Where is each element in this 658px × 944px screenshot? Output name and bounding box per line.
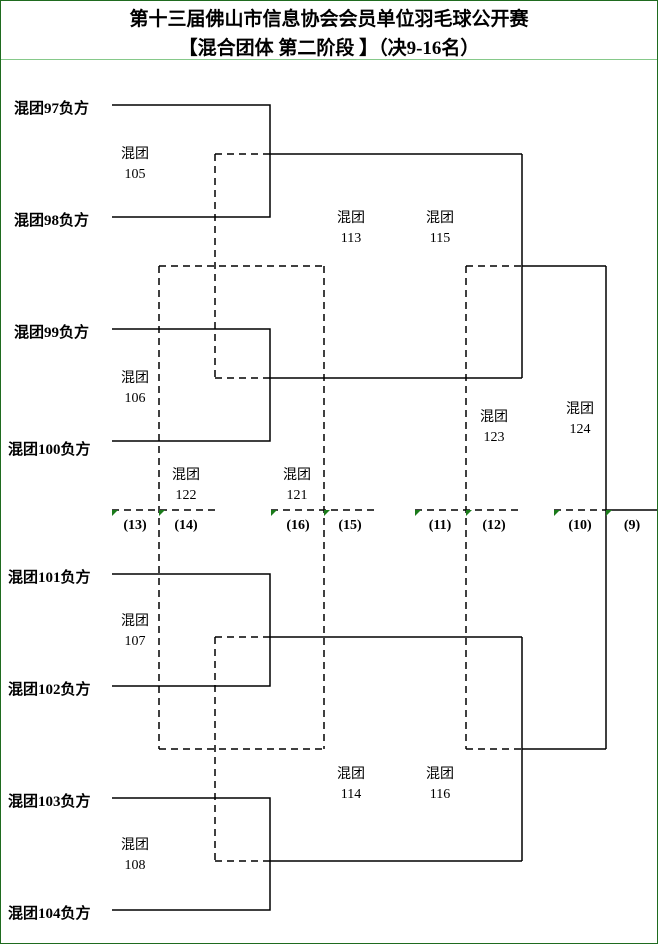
team-name: 混团104负方	[8, 906, 91, 922]
team-name: 混团103负方	[8, 794, 91, 810]
cell-marker	[554, 510, 560, 516]
team-name: 混团100负方	[8, 442, 91, 458]
bracket-105	[112, 104, 271, 218]
cell-marker	[415, 510, 421, 516]
bracket-106	[112, 328, 271, 442]
placement-label: (10)	[568, 518, 592, 533]
page-subtitle: 【混合团体 第二阶段 】（决9-16名）	[178, 38, 480, 59]
cell-marker	[112, 510, 118, 516]
bracket-108	[112, 797, 271, 911]
placement-label: (13)	[123, 518, 147, 533]
cell-marker	[606, 510, 612, 516]
cell-marker	[324, 510, 330, 516]
page-title: 第十三届佛山市信息协会会员单位羽毛球公开赛	[129, 9, 529, 30]
cell-marker	[271, 510, 277, 516]
placement-label: (14)	[174, 518, 198, 533]
team-name: 混团99负方	[14, 325, 90, 341]
placement-label: (12)	[482, 518, 506, 533]
team-name: 混团102负方	[8, 682, 91, 698]
placement-label: (11)	[428, 518, 452, 533]
placement-label: (15)	[338, 518, 362, 533]
cell-marker	[466, 510, 472, 516]
cell-marker	[159, 510, 165, 516]
placement-label: (16)	[286, 518, 310, 533]
placement-label: (9)	[623, 518, 641, 533]
team-name: 混团98负方	[14, 213, 90, 229]
team-name: 混团101负方	[8, 570, 91, 586]
bracket-107	[112, 573, 271, 687]
team-name: 混团97负方	[14, 101, 90, 117]
